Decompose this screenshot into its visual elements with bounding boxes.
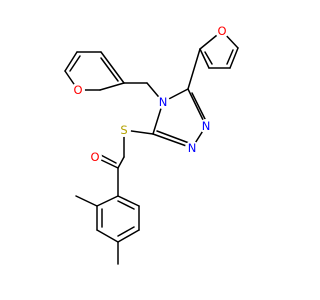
atom-label-n-ring: N xyxy=(159,95,168,109)
bond-aryl-c4-c5-inner xyxy=(117,226,135,237)
bond-furan-left-c2-ring-double xyxy=(100,57,119,82)
atom-label-s-thioether: S xyxy=(120,123,127,137)
bond-aryl-c4-c5 xyxy=(117,229,140,243)
bond-triazole-n2-c3-double xyxy=(156,130,190,144)
atom-n-triazole-1: N xyxy=(199,119,213,133)
molecule-canvas: O O N N N S xyxy=(64,24,239,265)
bond-furan-left-c2-o xyxy=(99,82,125,91)
bond-ch2-carbonyl xyxy=(117,156,125,169)
bond-furan-right-c5-c4 xyxy=(229,47,239,69)
bond-aryl-c6-c1-inner xyxy=(117,200,135,210)
atom-label-n-triazole-2: N xyxy=(188,141,197,155)
bond-furan-right-to-triazole xyxy=(187,48,201,90)
bond-furan-left-c4-c3 xyxy=(64,51,78,72)
bond-layer xyxy=(64,30,239,265)
bond-furan-left-c4-c3-double xyxy=(69,55,81,72)
bond-methyl-ortho xyxy=(75,195,98,207)
bond-aryl-c3-c4 xyxy=(96,229,119,243)
atom-n-triazole-2: N xyxy=(185,141,199,155)
bond-furan-right-c5-c4-double xyxy=(226,49,234,65)
molecule-structure: O O N N N S xyxy=(64,24,239,265)
bond-aryl-c6-c1 xyxy=(117,195,140,207)
atom-label-n-triazole-1: N xyxy=(202,119,211,133)
bond-triazole-c5-n1-double xyxy=(191,92,207,122)
bond-aryl-c1-c2 xyxy=(96,195,119,207)
bond-furan-right-c3-c2-double xyxy=(204,51,213,65)
atom-n-ring: N xyxy=(156,95,170,109)
atom-label-layer: O O N N N S xyxy=(71,24,229,164)
atom-s-thioether: S xyxy=(117,123,131,137)
bond-furan-left-c2-ring xyxy=(100,51,125,84)
atom-label-o-carbonyl: O xyxy=(90,150,99,164)
atom-label-o-furan-right: O xyxy=(217,24,226,38)
atom-o-furan-left: O xyxy=(71,83,85,97)
bond-furan-right-c3-c2 xyxy=(199,48,210,69)
atom-o-carbonyl: O xyxy=(88,150,102,164)
atom-o-furan-right: O xyxy=(215,24,229,38)
atom-label-o-furan-left: O xyxy=(73,83,82,97)
